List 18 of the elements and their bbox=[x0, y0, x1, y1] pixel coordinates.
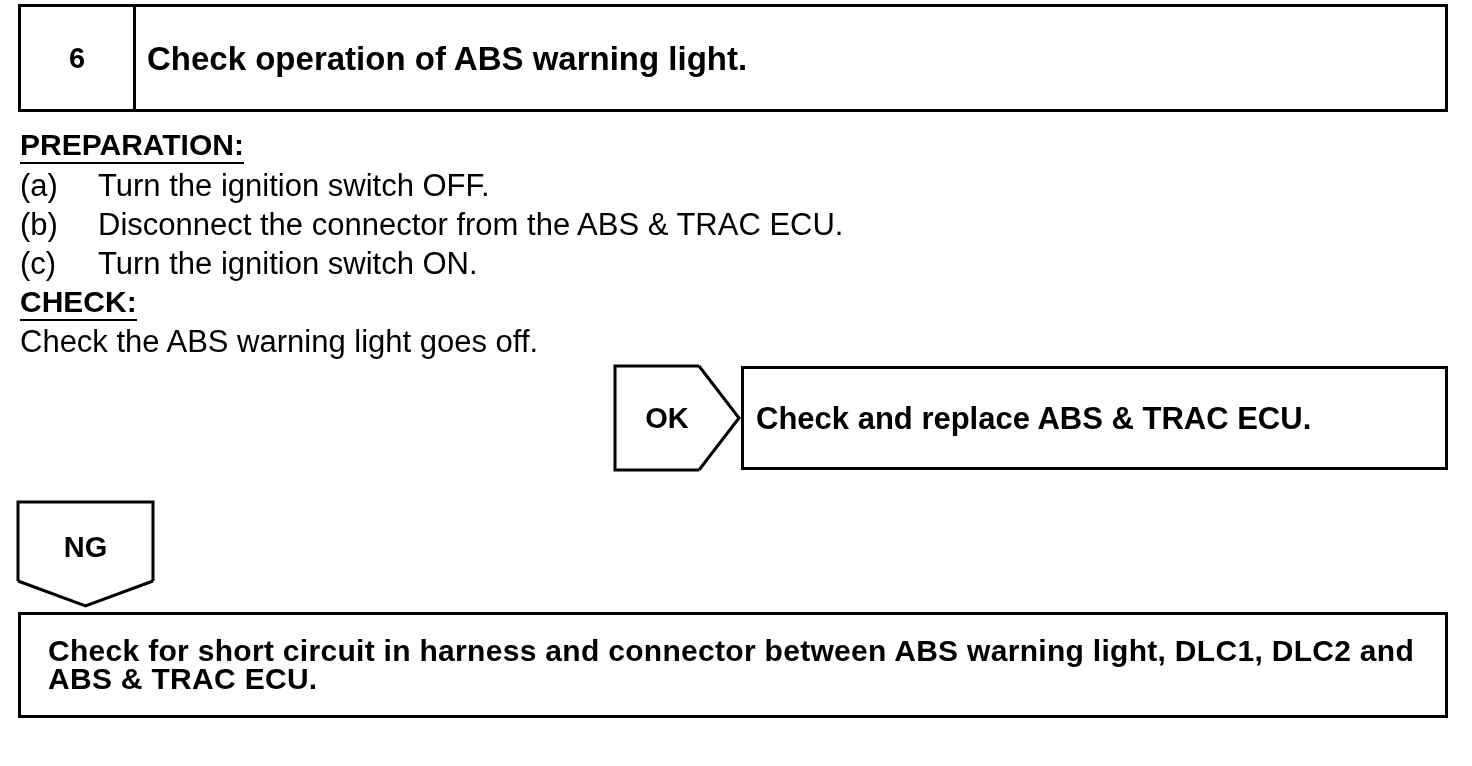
action-text: Check and replace ABS & TRAC ECU. bbox=[756, 400, 1312, 436]
action-text: Check for short circuit in harness and connector between ABS warning light, DLC1, DLC2 and ABS & TRAC ECU. bbox=[48, 637, 1416, 693]
section-heading: PREPARATION: bbox=[20, 128, 244, 164]
instruction-text: Disconnect the connector from the ABS & TRAC ECU. bbox=[98, 207, 844, 242]
chevron-arrow bbox=[613, 364, 741, 472]
step-title: Check operation of ABS warning light. bbox=[147, 39, 748, 77]
chevron-arrow bbox=[16, 500, 155, 608]
instruction-text: Turn the ignition switch ON. bbox=[98, 246, 478, 281]
section-heading: CHECK: bbox=[20, 285, 137, 321]
list-marker: (a) bbox=[20, 168, 58, 203]
list-marker: (c) bbox=[20, 246, 57, 281]
step-number: 6 bbox=[68, 41, 86, 75]
step-header-box bbox=[18, 4, 1448, 112]
action-box bbox=[741, 366, 1448, 470]
action-box bbox=[18, 612, 1448, 718]
instruction-text: Turn the ignition switch OFF. bbox=[98, 168, 490, 203]
check-instruction: Check the ABS warning light goes off. bbox=[20, 324, 539, 359]
list-marker: (b) bbox=[20, 207, 58, 242]
